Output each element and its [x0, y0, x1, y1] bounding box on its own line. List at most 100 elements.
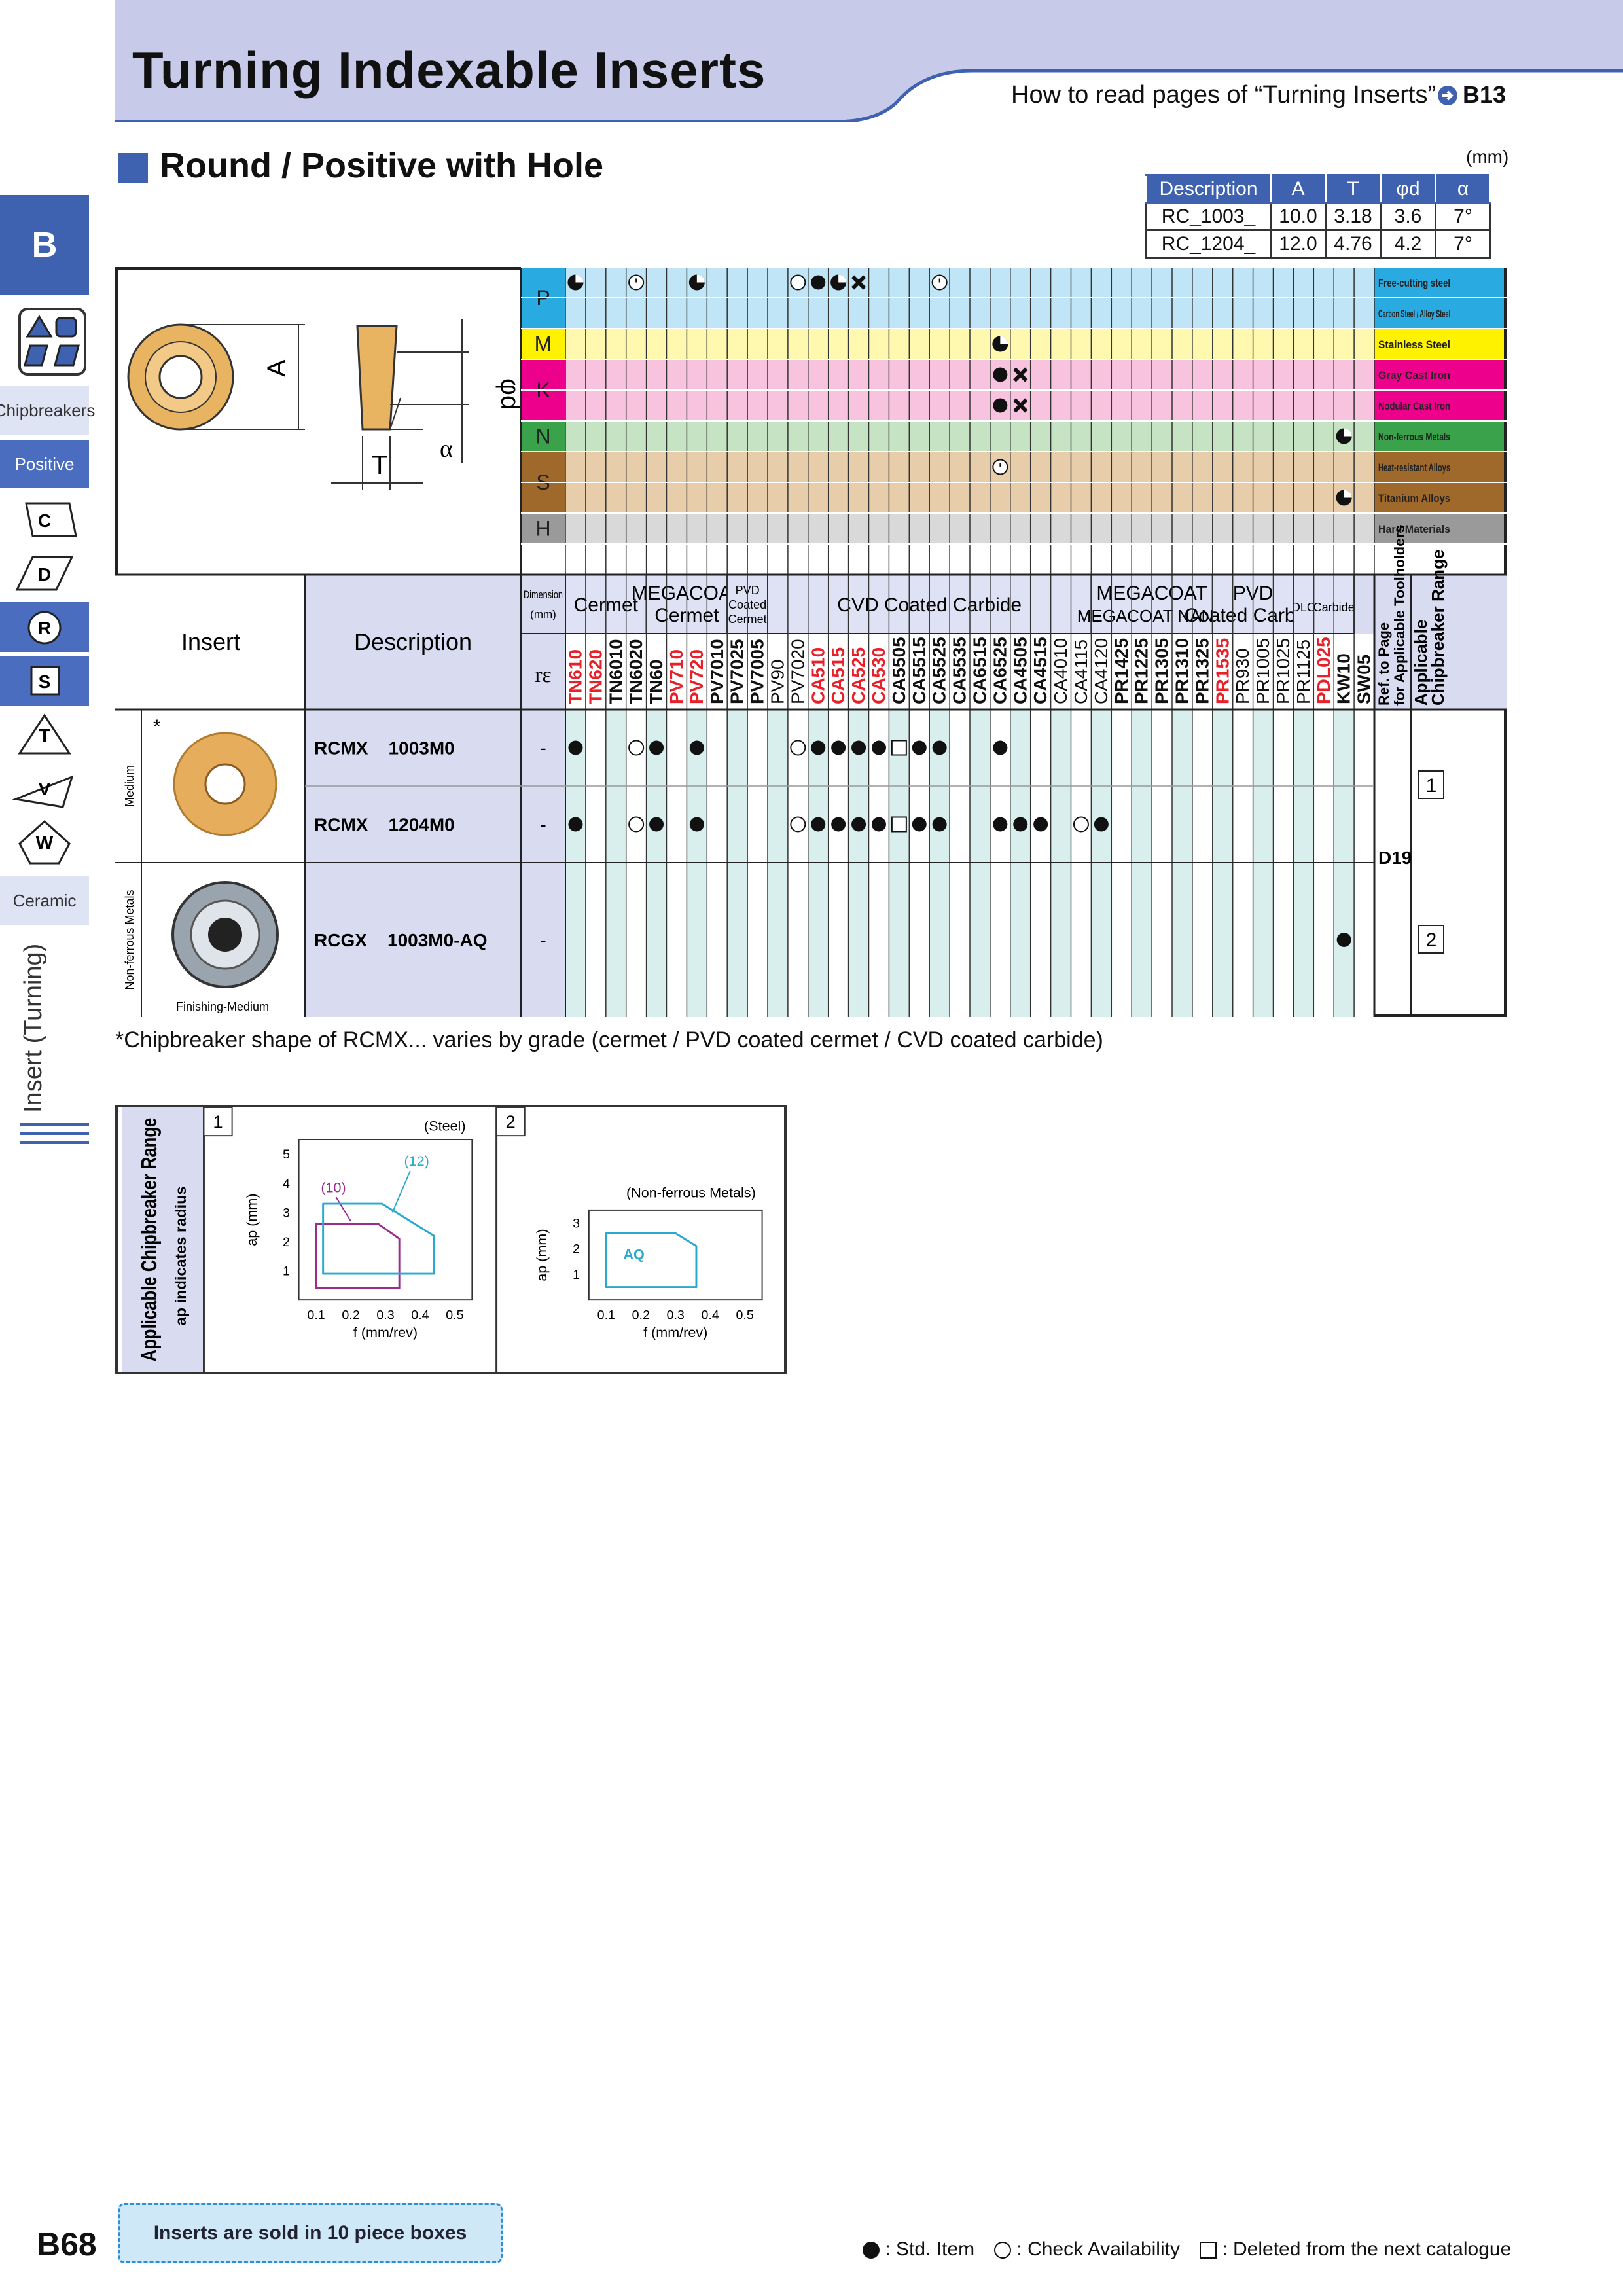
dims-header: Description: [1145, 174, 1272, 204]
y-axis-label: ap (mm): [533, 1229, 550, 1281]
availability-mark: [811, 740, 826, 755]
x-tick-label: 0.3: [667, 1308, 685, 1323]
material-code-cell: [521, 421, 565, 452]
sidebar-item-chipbreakers[interactable]: Chipbreakers: [0, 386, 95, 437]
sidebar-shape-w[interactable]: W: [0, 817, 89, 869]
grade-name: TN610: [565, 649, 585, 704]
availability-mark: [891, 740, 907, 756]
shape-letter: T: [39, 725, 50, 745]
grade-group-label: DLC: [1292, 601, 1315, 614]
half-circle-cut: [1344, 490, 1352, 498]
sidebar-shape-d[interactable]: D: [0, 548, 89, 601]
grade-name: CA5515: [909, 637, 929, 704]
grade-name-cell: [929, 634, 950, 709]
chart-index: 2: [506, 1111, 516, 1132]
y-tick-label: 1: [283, 1264, 290, 1278]
grade-name: PV720: [687, 649, 707, 704]
availability-mark: [1013, 817, 1028, 832]
region-leader: [391, 1170, 411, 1213]
grade-name: SW05: [1354, 655, 1374, 704]
availability-mark: [1073, 816, 1089, 833]
y-tick-label: 4: [283, 1177, 290, 1191]
x-tick-label: 0.4: [702, 1308, 719, 1323]
dimension-line: [181, 324, 305, 430]
divider: [20, 1123, 89, 1126]
y-tick-label: 2: [283, 1235, 290, 1249]
open-circle-icon: [790, 274, 806, 291]
section-tab-b[interactable]: B: [0, 195, 89, 295]
header-banner: [115, 0, 1623, 122]
grade-name-cell: [565, 634, 586, 709]
availability-mark: [851, 817, 866, 832]
arrow-right-icon: [1438, 86, 1457, 105]
availability-mark: [1336, 933, 1351, 947]
material-label: Stainless Steel: [1378, 338, 1450, 351]
insert-photo-hole: [204, 763, 246, 805]
grade-name-cell: [950, 634, 970, 709]
availability-mark: [912, 817, 927, 832]
dims-cell: 3.18: [1325, 202, 1382, 231]
unit-label: (mm): [1466, 147, 1509, 167]
x-tick-label: 0.4: [411, 1308, 429, 1323]
grade-name: CA5535: [950, 637, 970, 704]
grade-name: PR1535: [1212, 638, 1232, 704]
range-col-header: Applicable: [1411, 620, 1431, 706]
grade-name: PR1225: [1132, 638, 1152, 704]
grade-name: PV90: [767, 660, 787, 704]
sidebar-shape-s[interactable]: S: [0, 656, 89, 708]
availability-mark: [649, 817, 664, 832]
shape-r-icon: R: [27, 611, 62, 645]
insert-shapes-icon: [18, 308, 86, 376]
sidebar-item-ceramic[interactable]: Ceramic: [0, 876, 89, 928]
sidebar-shape-r[interactable]: R: [0, 602, 89, 655]
legend: : Std. Item : Check Availability : Delet…: [863, 2238, 1511, 2261]
grade-name-cell: [889, 634, 910, 709]
grade-name-cell: [727, 634, 748, 709]
material-label: Hard Materials: [1378, 523, 1450, 535]
legend-deleted: : Deleted from the next catalogue: [1222, 2238, 1512, 2260]
panel-title-band: [121, 1107, 204, 1372]
shape-letter: S: [39, 672, 51, 692]
dims-header: T: [1325, 174, 1382, 204]
shape-outline: [12, 775, 74, 808]
re-value: -: [540, 738, 546, 759]
y-axis-label: ap (mm): [243, 1193, 260, 1246]
how-to-read-link[interactable]: How to read pages of “Turning Inserts”: [1011, 81, 1436, 109]
grade-name: PR1325: [1192, 638, 1212, 704]
availability-mark: [790, 740, 806, 756]
ref-page-link[interactable]: B13: [1463, 81, 1507, 108]
grade-name: CA510: [808, 647, 828, 704]
insert-photo-rcgx-hole: [208, 918, 242, 952]
material-label-cell: [1374, 390, 1504, 421]
sidebar-shape-c[interactable]: C: [0, 495, 89, 547]
sidebar-shape-v[interactable]: V: [0, 763, 89, 816]
material-code: H: [535, 517, 550, 541]
grade-name-cell: [687, 634, 707, 709]
grade-name-cell: [585, 634, 606, 709]
sidebar-shape-t[interactable]: T: [0, 709, 89, 762]
dims-cell: RC_1003_: [1145, 202, 1272, 231]
half-circle-cut: [1344, 428, 1352, 437]
x-tick-label: 0.5: [446, 1308, 463, 1323]
grade-name-cell: [1111, 634, 1132, 709]
dimensions-table: Description A T φd α RC_1003_ 10.0 3.18 …: [1145, 174, 1491, 259]
availability-mark: [689, 740, 704, 755]
grade-name: TN60: [646, 660, 666, 704]
shape-w-icon: W: [18, 819, 71, 865]
x-tick-label: 0.3: [376, 1308, 394, 1323]
grade-name-cell: [1152, 634, 1172, 709]
shape-c-icon: C: [25, 502, 77, 537]
sidebar-vertical-label: Insert (Turning): [20, 943, 47, 1113]
grade-name: CA515: [828, 647, 848, 704]
legend-std: : Std. Item: [885, 2238, 975, 2260]
half-circle-cut: [696, 274, 705, 283]
grade-name: CA5505: [889, 637, 909, 704]
sidebar-item-positive[interactable]: Positive: [0, 440, 89, 491]
shape-v-icon: V: [12, 775, 74, 808]
grade-name: CA530: [868, 647, 889, 704]
grade-name-cell: [868, 634, 889, 709]
material-label: Nodular Cast Iron: [1378, 400, 1450, 412]
